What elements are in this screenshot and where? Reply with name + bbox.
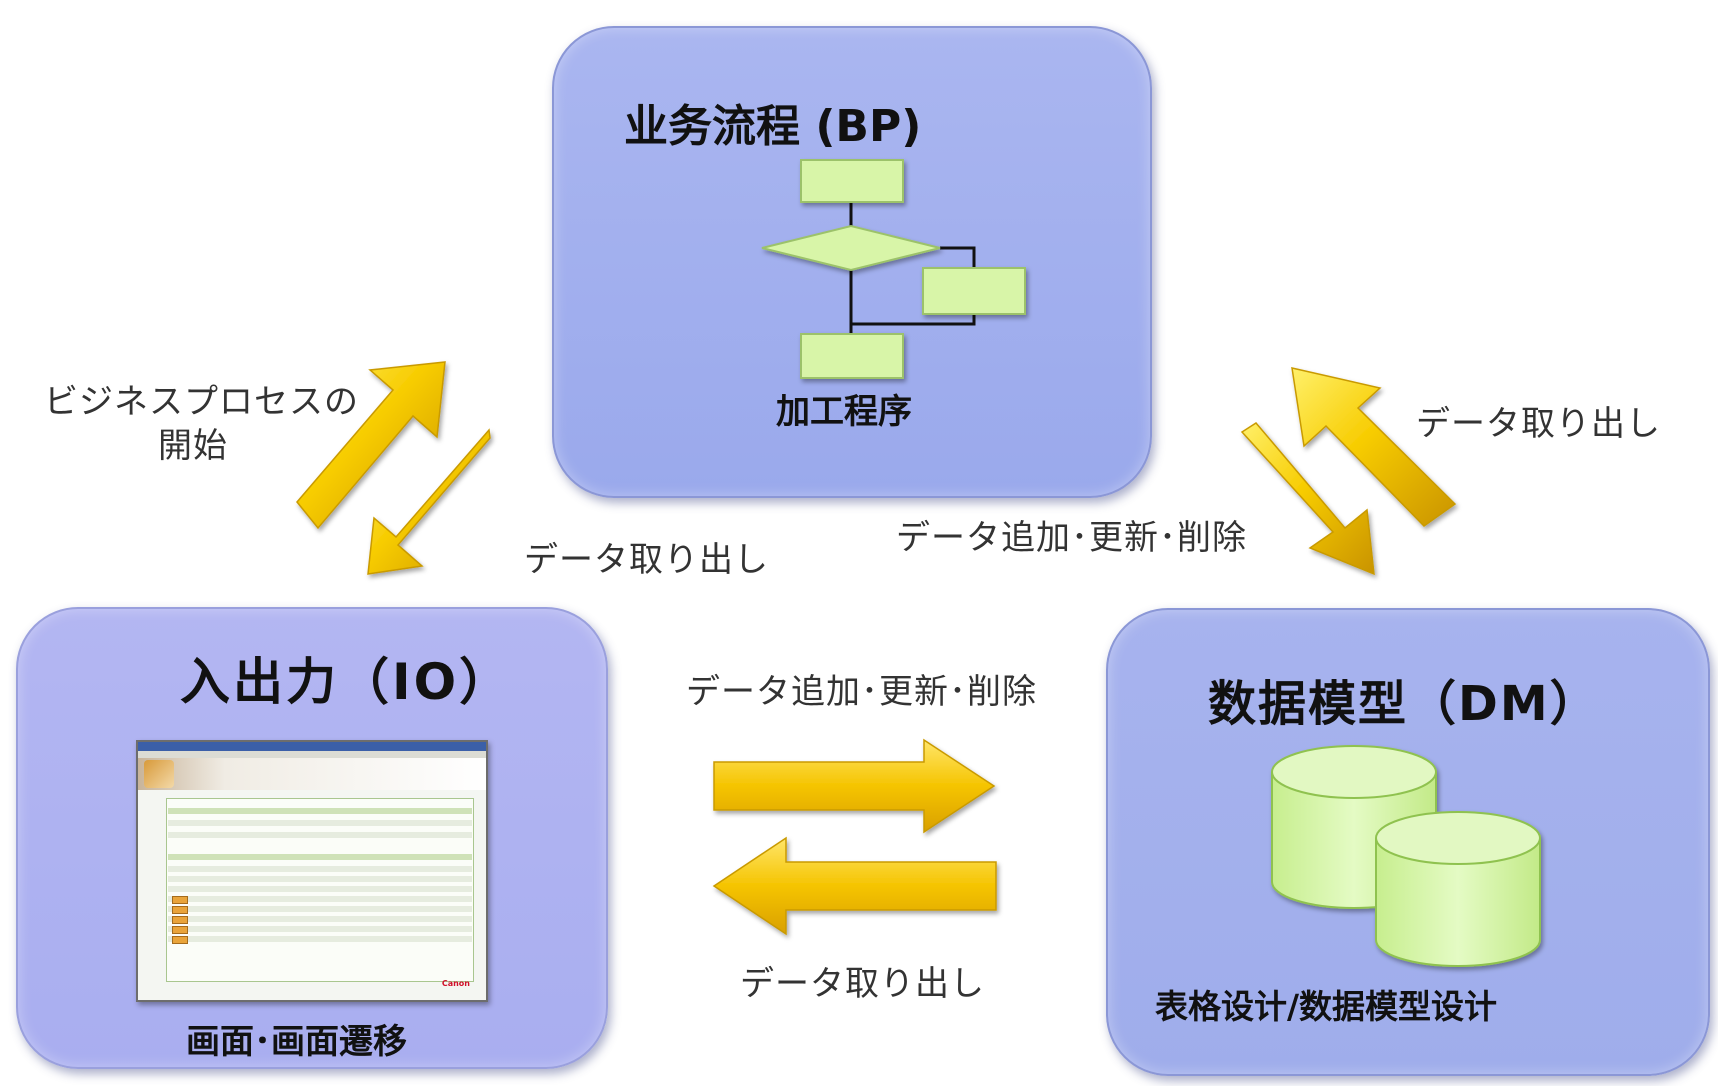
bp-title: 业务流程 (BP) [624, 101, 922, 152]
flow-decision-diamond [761, 224, 941, 272]
row-button [172, 906, 188, 914]
application-screenshot-thumbnail: Canon [136, 740, 488, 1002]
flowchart [849, 202, 976, 334]
arrow-dm-to-io [712, 836, 997, 936]
io-title: 入出力（IO） [180, 653, 513, 711]
io-bp-retrieve-label: データ取り出し [524, 540, 769, 580]
form-row [168, 808, 472, 814]
dm-caption: 表格设计/数据模型设计 [1155, 987, 1498, 1026]
table-row [168, 906, 472, 912]
flow-process-box [800, 159, 904, 203]
arrow-bp-to-dm [1240, 422, 1375, 576]
dm-title: 数据模型（DM） [1208, 676, 1600, 732]
row-button [172, 916, 188, 924]
row-button [172, 896, 188, 904]
bp-start-label-line1: ビジネスプロセスの [44, 382, 359, 422]
form-row [168, 820, 472, 826]
arrow-bp-to-io [367, 428, 491, 575]
row-button [172, 926, 188, 934]
dm-bp-retrieve-label: データ取り出し [1416, 404, 1661, 444]
table-row [168, 866, 472, 872]
database-icon [1271, 745, 1541, 967]
bp-caption: 加工程序 [776, 392, 912, 432]
window-title-bar [138, 742, 486, 751]
table-row [168, 886, 472, 892]
form-row [168, 832, 472, 838]
arrow-dm-to-bp [1291, 367, 1457, 527]
app-logo-icon [144, 760, 174, 788]
table-row [168, 916, 472, 922]
table-header-row [168, 854, 472, 860]
dm-io-retrieve-label: データ取り出し [740, 964, 985, 1004]
flow-branch-box [922, 267, 1026, 315]
bp-start-label-line2: 開始 [158, 426, 228, 466]
table-row [168, 936, 472, 942]
arrow-io-to-bp [296, 361, 446, 530]
flow-end-box [800, 333, 904, 379]
row-button [172, 936, 188, 944]
table-row [168, 926, 472, 932]
bp-dm-update-label: データ追加･更新･削除 [896, 518, 1247, 558]
arrow-io-to-dm [713, 738, 996, 834]
table-row [168, 876, 472, 882]
table-row [168, 896, 472, 902]
io-caption: 画面･画面遷移 [186, 1022, 407, 1062]
app-header [138, 758, 486, 790]
io-dm-update-label: データ追加･更新･削除 [686, 672, 1037, 712]
canon-brand-logo: Canon [441, 979, 470, 988]
